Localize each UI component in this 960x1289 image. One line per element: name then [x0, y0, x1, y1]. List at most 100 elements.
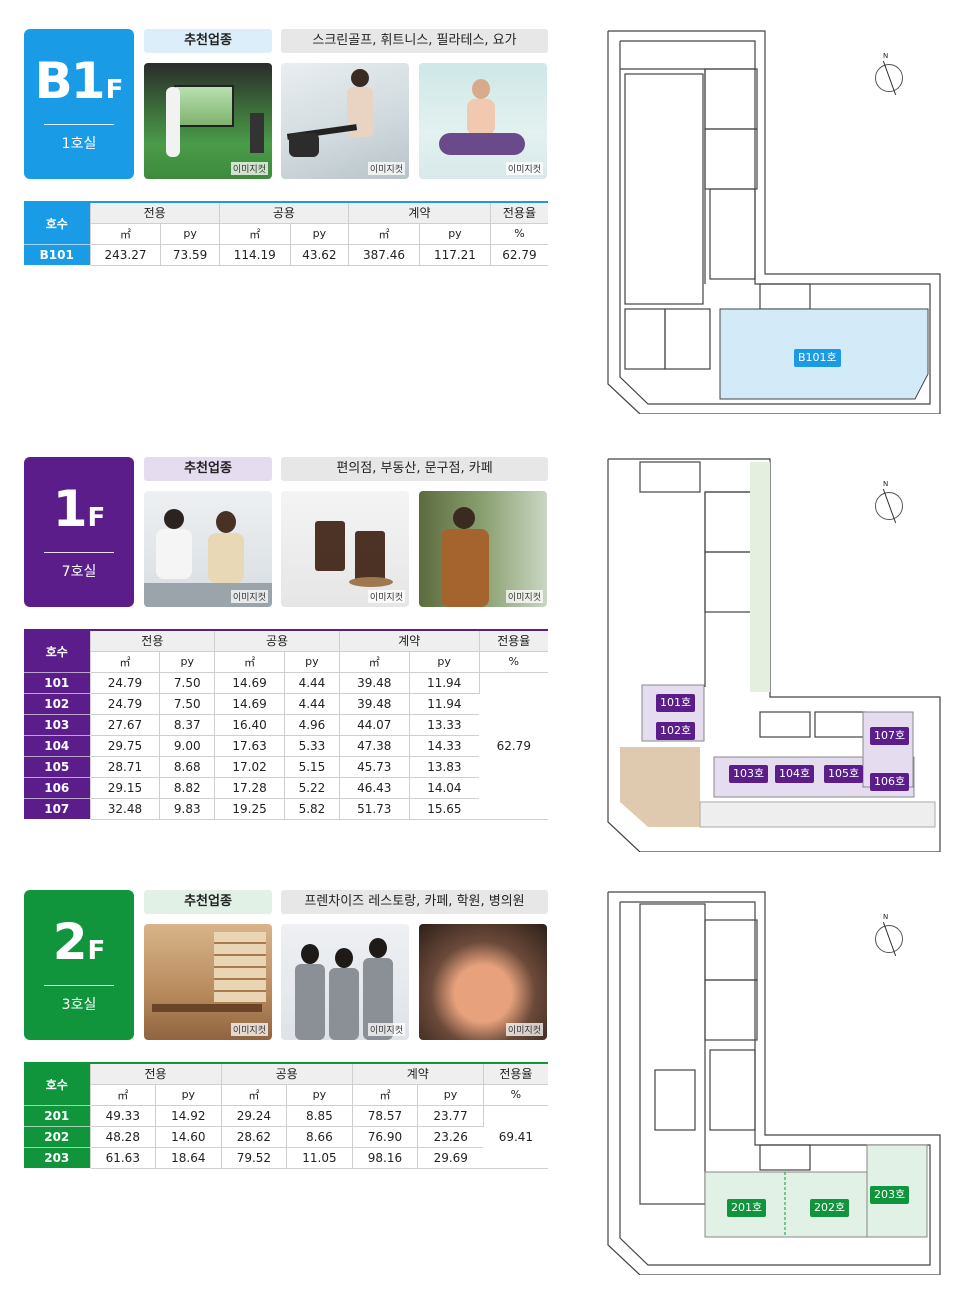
cell: 98.16 [352, 1147, 419, 1169]
cell: 78.57 [352, 1105, 419, 1127]
photo-caption: 이미지컷 [367, 590, 405, 603]
floor-2-badge: 2F 3호실 [24, 890, 134, 1040]
cell: 13.33 [409, 714, 480, 736]
col-ratio: 전용율 [479, 630, 548, 652]
plan-room-label: B101호 [794, 349, 841, 367]
business-list: 프렌차이즈 레스토랑, 카페, 학원, 병의원 [281, 890, 548, 914]
unit-cell: 203 [24, 1147, 91, 1169]
col-common: 공용 [221, 1063, 353, 1085]
cell: 39.48 [339, 693, 410, 715]
cell: 4.96 [284, 714, 340, 736]
cell: 29.69 [417, 1147, 484, 1169]
sub-sqm: ㎡ [352, 1084, 419, 1106]
office-meeting-photo: 이미지컷 [144, 491, 272, 607]
floor-b1-badge: B1F 1호실 [24, 29, 134, 179]
fitness-photo: 이미지컷 [281, 63, 409, 179]
sub-sqm: ㎡ [221, 1084, 288, 1106]
cell: 45.73 [339, 756, 410, 778]
cell: 5.22 [284, 777, 340, 799]
cell: 5.33 [284, 735, 340, 757]
sub-py: py [419, 223, 491, 245]
cell: 13.83 [409, 756, 480, 778]
sub-py: py [160, 223, 220, 245]
sub-py: py [409, 651, 480, 673]
b1-floor-plan: B101호 N [600, 29, 945, 414]
col-contract: 계약 [352, 1063, 484, 1085]
sashimi-dish-photo: 이미지컷 [419, 924, 547, 1040]
cell: 16.40 [214, 714, 286, 736]
sub-py: py [284, 651, 340, 673]
unit-cell: 103 [24, 714, 91, 736]
cell: 17.02 [214, 756, 286, 778]
col-ratio: 전용율 [483, 1063, 548, 1085]
cell: 29.75 [90, 735, 161, 757]
col-exclusive: 전용 [90, 1063, 222, 1085]
cell: 8.85 [286, 1105, 353, 1127]
cell: 14.60 [155, 1126, 222, 1148]
cell: 23.77 [417, 1105, 484, 1127]
sub-pct: % [483, 1084, 548, 1106]
floor-suffix: F [87, 503, 106, 533]
col-contract: 계약 [348, 202, 491, 224]
cell: 7.50 [159, 693, 216, 715]
floor1-plan: 101호 102호 103호 104호 105호 106호 107호 N [600, 457, 945, 852]
cell: 76.90 [352, 1126, 419, 1148]
col-ratio: 전용율 [490, 202, 548, 224]
plan-room-label: 101호 [656, 694, 696, 712]
convenience-store-photo: 이미지컷 [419, 491, 547, 607]
cell: 47.38 [339, 735, 410, 757]
cell: 14.33 [409, 735, 480, 757]
cell: 114.19 [219, 244, 291, 266]
iced-coffee-photo: 이미지컷 [281, 491, 409, 607]
photo-caption: 이미지컷 [367, 162, 405, 175]
yoga-photo: 이미지컷 [419, 63, 547, 179]
cell: 24.79 [90, 672, 161, 694]
sub-sqm: ㎡ [214, 651, 286, 673]
cell: 8.68 [159, 756, 216, 778]
floor-1-badge: 1F 7호실 [24, 457, 134, 607]
cell: 9.83 [159, 798, 216, 820]
photo-caption: 이미지컷 [505, 162, 543, 175]
cell: 14.04 [409, 777, 480, 799]
room-count: 3호실 [61, 997, 97, 1013]
unit-cell: 102 [24, 693, 91, 715]
plan-room-label: 102호 [656, 722, 696, 740]
col-unit: 호수 [24, 1063, 91, 1106]
floor-suffix: F [105, 75, 124, 105]
unit-cell: 101 [24, 672, 91, 694]
col-common: 공용 [219, 202, 350, 224]
sub-py: py [155, 1084, 222, 1106]
cell: 49.33 [90, 1105, 157, 1127]
floor-number: B1 [34, 52, 106, 110]
cell: 48.28 [90, 1126, 157, 1148]
sub-py: py [159, 651, 216, 673]
sub-py: py [290, 223, 350, 245]
plan-room-label: 203호 [870, 1186, 910, 1204]
sub-pct: % [479, 651, 548, 673]
cell: 44.07 [339, 714, 410, 736]
compass-icon: N [875, 913, 903, 953]
business-list: 스크린골프, 휘트니스, 필라테스, 요가 [281, 29, 548, 53]
cell: 11.05 [286, 1147, 353, 1169]
ratio-cell: 69.41 [483, 1105, 548, 1169]
plan-room-label: 103호 [729, 765, 769, 783]
plan-room-label: 107호 [870, 727, 910, 745]
room-count: 7호실 [61, 564, 97, 580]
col-exclusive: 전용 [90, 630, 216, 652]
plan-room-label: 201호 [727, 1199, 767, 1217]
cell: 27.67 [90, 714, 161, 736]
cell: 387.46 [348, 244, 420, 266]
cell: 243.27 [90, 244, 162, 266]
business-list: 편의점, 부동산, 문구점, 카페 [281, 457, 548, 481]
cell: 8.66 [286, 1126, 353, 1148]
unit-cell: 202 [24, 1126, 91, 1148]
col-unit: 호수 [24, 630, 91, 673]
sub-sqm: ㎡ [219, 223, 291, 245]
unit-cell: B101 [24, 244, 91, 266]
sub-sqm: ㎡ [90, 651, 161, 673]
